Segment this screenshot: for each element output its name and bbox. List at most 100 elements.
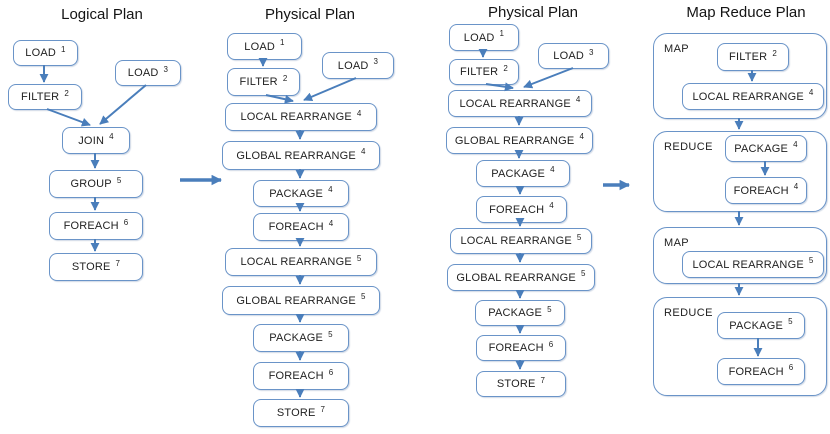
node-superscript: 6 — [328, 367, 334, 377]
node-superscript: 4 — [328, 218, 334, 228]
node-label: LOCAL REARRANGE — [692, 258, 804, 271]
node-superscript: 3 — [589, 47, 594, 57]
col2-node-global-rearrange-5: GLOBAL REARRANGE 5 — [222, 286, 380, 315]
node-label: STORE — [71, 261, 111, 273]
node-superscript: 4 — [549, 201, 554, 210]
col1-node-foreach-6: FOREACH 6 — [49, 212, 143, 240]
node-superscript: 7 — [115, 258, 121, 268]
col1-node-group-5: GROUP 5 — [49, 170, 143, 198]
node-superscript: 4 — [356, 108, 362, 118]
reduce-group-1-label: REDUCE — [664, 141, 713, 153]
node-label: GLOBAL REARRANGE — [456, 271, 576, 284]
col4-node-package-5: PACKAGE 5 — [717, 312, 805, 339]
arrow-load3-join4 — [99, 84, 147, 125]
node-label: PACKAGE — [491, 167, 546, 180]
node-superscript: 6 — [548, 339, 554, 349]
col2-node-local-rearrange-5: LOCAL REARRANGE 5 — [225, 248, 377, 276]
arrow-filter2-join4 — [46, 108, 91, 127]
col4-node-foreach-6: FOREACH 6 — [717, 358, 805, 385]
col3-node-package-4: PACKAGE 4 — [476, 160, 570, 187]
node-label: LOCAL REARRANGE — [240, 256, 352, 268]
node-label: FILTER — [21, 91, 60, 103]
node-superscript: 6 — [788, 363, 794, 372]
node-superscript: 3 — [373, 57, 379, 66]
node-label: GLOBAL REARRANGE — [236, 294, 356, 307]
col2-node-local-rearrange-4: LOCAL REARRANGE 4 — [225, 103, 377, 131]
column-title-physical-plan-1: Physical Plan — [264, 6, 356, 23]
node-label: PACKAGE — [269, 332, 324, 344]
col1-node-store-7: STORE 7 — [49, 253, 143, 281]
col3-node-local-rearrange-4: LOCAL REARRANGE 4 — [448, 90, 592, 117]
col1-node-load-3: LOAD 3 — [115, 60, 181, 86]
node-superscript: 4 — [793, 140, 798, 149]
node-label: LOAD — [127, 67, 159, 79]
node-superscript: 2 — [282, 73, 288, 83]
node-label: FOREACH — [268, 370, 324, 382]
node-superscript: 5 — [547, 304, 552, 314]
col4-node-local-rearrange-5: LOCAL REARRANGE 5 — [682, 251, 824, 278]
node-superscript: 5 — [356, 253, 362, 263]
node-superscript: 4 — [109, 132, 114, 141]
map-group-2-label: MAP — [664, 237, 690, 249]
col2-node-foreach-4: FOREACH 4 — [253, 213, 349, 241]
node-superscript: 5 — [788, 317, 793, 326]
column-title-map-reduce-plan: Map Reduce Plan — [686, 4, 806, 21]
node-label: LOAD — [553, 50, 585, 62]
node-superscript: 1 — [499, 29, 505, 38]
col2-node-store-7: STORE 7 — [253, 399, 349, 427]
node-label: FILTER — [239, 76, 278, 88]
node-label: STORE — [276, 407, 316, 419]
node-superscript: 7 — [320, 404, 326, 414]
node-label: STORE — [496, 378, 536, 390]
node-label: FOREACH — [733, 184, 789, 197]
node-label: LOCAL REARRANGE — [459, 97, 571, 110]
node-superscript: 5 — [808, 256, 814, 265]
node-label: FILTER — [460, 66, 499, 78]
node-superscript: 4 — [579, 132, 585, 141]
node-superscript: 1 — [280, 38, 285, 47]
node-label: FOREACH — [63, 220, 119, 232]
node-label: LOCAL REARRANGE — [240, 111, 352, 123]
node-superscript: 3 — [163, 64, 169, 74]
node-superscript: 4 — [360, 147, 366, 156]
node-label: GLOBAL REARRANGE — [236, 149, 356, 162]
node-superscript: 5 — [328, 329, 333, 339]
node-label: FOREACH — [728, 365, 784, 378]
col1-node-filter-2: FILTER 2 — [8, 84, 82, 110]
arrow-load3-localrearrange4 — [303, 77, 357, 101]
col2-node-foreach-6: FOREACH 6 — [253, 362, 349, 390]
node-label: LOCAL REARRANGE — [460, 235, 572, 247]
node-label: FOREACH — [268, 221, 324, 233]
node-superscript: 4 — [550, 165, 555, 174]
node-superscript: 2 — [772, 48, 777, 58]
node-superscript: 4 — [575, 95, 581, 104]
node-label: LOAD — [337, 59, 369, 72]
node-label: GROUP — [70, 178, 112, 190]
node-superscript: 1 — [61, 44, 66, 54]
node-superscript: 5 — [360, 292, 366, 301]
node-superscript: 4 — [808, 88, 814, 97]
node-superscript: 2 — [64, 88, 69, 98]
col2-node-filter-2: FILTER 2 — [227, 68, 300, 96]
node-superscript: 6 — [123, 217, 129, 227]
node-superscript: 4 — [328, 185, 333, 194]
node-label: LOAD — [244, 40, 276, 53]
node-superscript: 5 — [116, 175, 122, 185]
column-title-logical-plan: Logical Plan — [61, 6, 143, 23]
col2-node-load-1: LOAD 1 — [227, 33, 302, 60]
node-label: PACKAGE — [729, 319, 784, 332]
